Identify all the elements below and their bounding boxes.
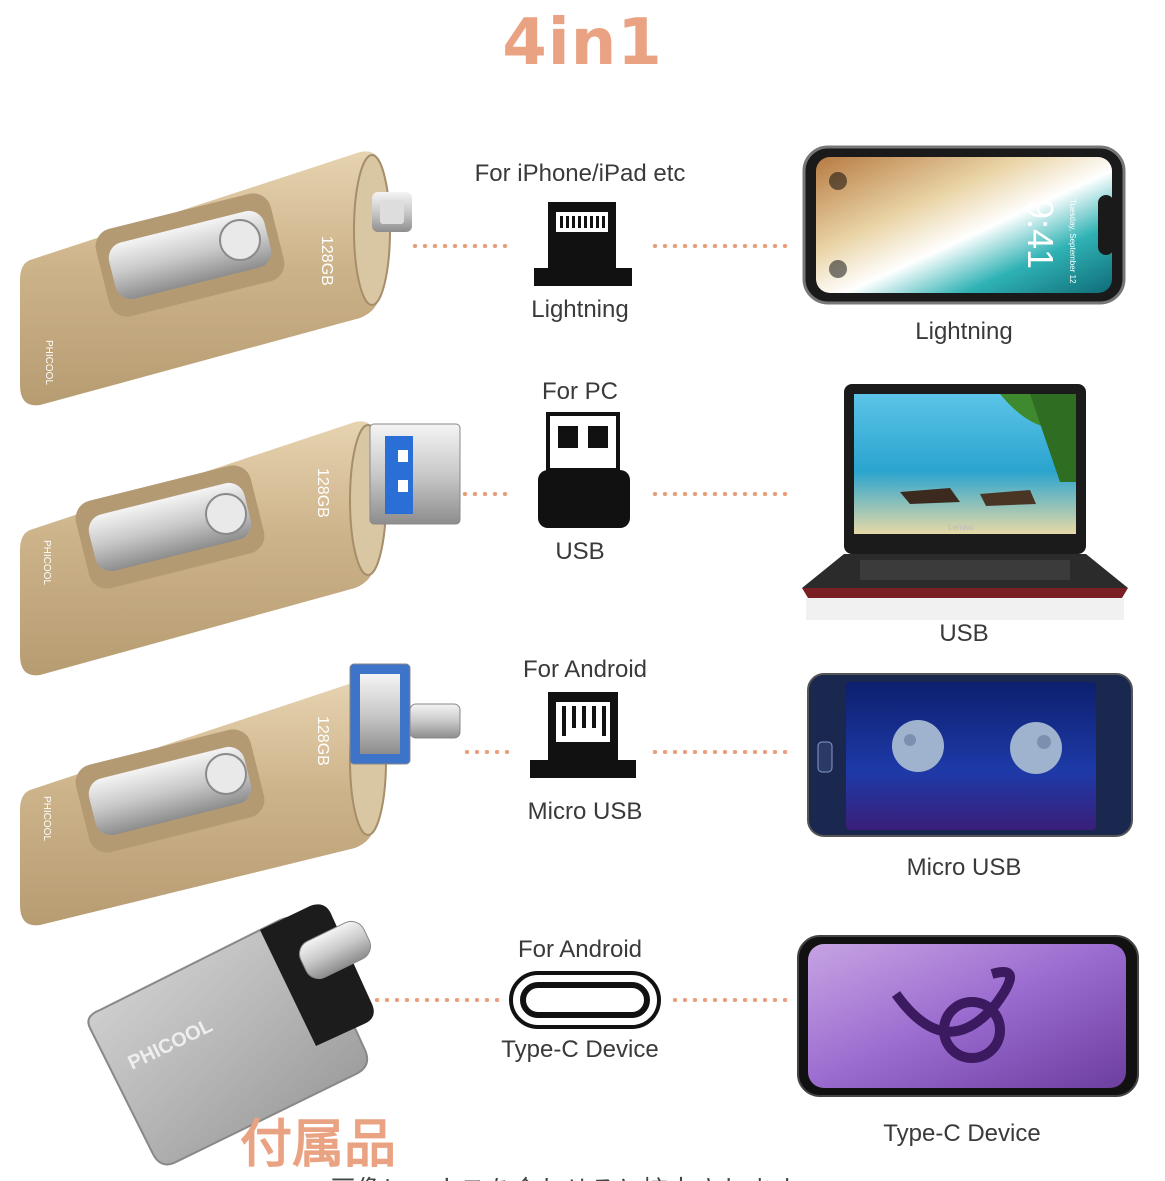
drive-brand: PHICOOL xyxy=(41,796,52,841)
page-title: 4in1 xyxy=(502,6,663,80)
dotted-connector xyxy=(650,492,790,496)
dotted-connector xyxy=(460,492,510,496)
drive-brand: PHICOOL xyxy=(41,540,52,585)
device-label: Lightning xyxy=(915,318,1013,345)
dotted-connector xyxy=(462,750,512,754)
dotted-connector xyxy=(372,998,500,1002)
android-phone-image xyxy=(807,673,1133,837)
accessory-label: 付属品 xyxy=(240,1115,397,1175)
top-label: For Android xyxy=(517,936,643,963)
flash-drive-micro-usb: 128GB PHICOOL xyxy=(20,663,461,926)
top-label: For Android xyxy=(522,656,648,683)
device-label: USB xyxy=(939,620,989,647)
dotted-connector xyxy=(650,750,790,754)
device-label: Micro USB xyxy=(906,854,1022,881)
iphone-image: 9:41 Tuesday, September 12 xyxy=(802,145,1126,305)
top-label: For iPhone/iPad etc xyxy=(474,160,686,187)
drive-capacity: 128GB xyxy=(318,236,335,286)
dotted-connector xyxy=(670,998,790,1002)
drive-capacity: 128GB xyxy=(314,716,331,766)
dotted-connector xyxy=(650,244,790,248)
micro-usb-port-icon xyxy=(530,692,636,778)
dotted-connector xyxy=(410,244,510,248)
device-label: Type-C Device xyxy=(883,1120,1041,1147)
zoom-hint-caption: 画像にマウスを合わせると拡大されます xyxy=(330,1170,798,1181)
top-label: For PC xyxy=(541,378,618,405)
phone-time: 9:41 xyxy=(1020,199,1061,269)
usb-port-icon xyxy=(538,412,630,528)
connector-label: Micro USB xyxy=(527,798,643,825)
flash-drive-usb: 128GB PHICOOL xyxy=(20,421,461,676)
type-c-adapter: PHICOOL xyxy=(87,904,374,1166)
connector-label: Lightning xyxy=(531,296,629,323)
flash-drive-lightning: 128GB PHICOOL xyxy=(20,151,412,406)
laptop-brand: Lenovo xyxy=(948,523,975,532)
drive-capacity: 128GB xyxy=(314,468,331,518)
galaxy-phone-image xyxy=(797,935,1139,1097)
laptop-image: Lenovo xyxy=(802,384,1128,620)
phone-date: Tuesday, September 12 xyxy=(1068,199,1077,284)
drive-brand: PHICOOL xyxy=(43,340,54,385)
connector-label: Type-C Device xyxy=(501,1036,659,1063)
connector-label: USB xyxy=(555,538,605,565)
lightning-port-icon xyxy=(534,202,632,286)
type-c-port-icon xyxy=(509,971,661,1029)
